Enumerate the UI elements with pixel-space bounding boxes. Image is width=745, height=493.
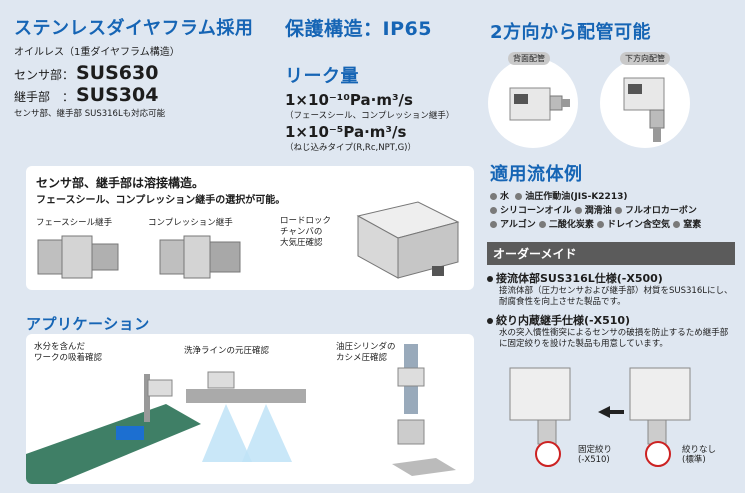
leak-title: リーク量 — [285, 66, 359, 87]
bullet-icon — [490, 206, 497, 214]
bullet-icon — [515, 193, 523, 200]
down-piping-label: 下方向配管 — [620, 52, 670, 65]
bullet-icon — [673, 220, 681, 228]
sensor-value: SUS630 — [76, 62, 159, 84]
application-item-1: 水分を含んだ ワークの吸着確認 — [34, 342, 103, 363]
fluid-item: フルオロカーボン — [624, 205, 697, 216]
piping-title: 2方向から配管可能 — [490, 22, 652, 43]
fluids-section: 適用流体例 水 油圧作動油(JIS-K2213) シリコーンオイル 潤滑油 フル… — [490, 160, 740, 233]
fluid-item: アルゴン — [500, 219, 536, 230]
stainless-section: ステンレスダイヤフラム採用 オイルレス（1重ダイヤフラム構造） センサ部： SU… — [14, 14, 274, 119]
compression-label: コンプレッション継手 — [148, 218, 233, 228]
fluids-row: 水 油圧作動油(JIS-K2213) — [490, 191, 740, 205]
fluid-item: 窒素 — [683, 219, 702, 230]
stainless-title: ステンレスダイヤフラム採用 — [14, 18, 254, 39]
custom-item-1-title-row: 接流体部SUS316L仕様(-X500) — [487, 270, 735, 286]
leak-rate-2-note: （ねじ込みタイプ(R,Rc,NPT,G)） — [285, 143, 416, 153]
bullet-icon — [614, 206, 622, 214]
leak-rate-1: 1×10⁻¹⁰Pa·m³/s — [285, 91, 413, 109]
face-seal-fitting-icon — [37, 235, 119, 279]
joint-value: SUS304 — [76, 84, 159, 106]
stainless-note: センサ部、継手部 SUS316Lも対応可能 — [14, 109, 166, 119]
fixed-orifice-label: 固定絞り (-X510) — [578, 445, 613, 466]
roadlock-chamber-icon — [356, 201, 460, 279]
fluids-title: 適用流体例 — [490, 164, 583, 185]
fluid-item: シリコーンオイル — [500, 205, 572, 216]
leak-rate-1-note: （フェースシール、コンプレッション継手） — [285, 111, 455, 121]
back-piping-label: 背面配管 — [508, 52, 550, 65]
custom-banner: オーダーメイド — [487, 242, 735, 265]
bullet-icon — [574, 206, 582, 214]
custom-item-1-desc: 接流体部（圧力センサおよび継手部）材質をSUS316Lにし、耐腐食性を向上させた… — [499, 286, 733, 308]
welded-desc: フェースシール、コンプレッション継手の選択が可能。 — [36, 195, 286, 206]
application-panel: 水分を含んだ ワークの吸着確認 洗浄ラインの元圧確認 油圧シリンダの カシメ圧確… — [26, 334, 474, 484]
down-piping-sensor-icon — [623, 77, 665, 142]
leak-section: リーク量 1×10⁻¹⁰Pa·m³/s （フェースシール、コンプレッション継手）… — [285, 62, 485, 153]
sensor-label: センサ部： — [14, 68, 75, 82]
dot-icon — [487, 276, 493, 282]
application-item-3: 油圧シリンダの カシメ圧確認 — [336, 342, 396, 363]
custom-section: オーダーメイド 接流体部SUS316L仕様(-X500) 接流体部（圧力センサお… — [487, 242, 735, 351]
joint-label: 継手部 ： — [14, 90, 75, 104]
down-piping-image — [600, 58, 690, 148]
bullet-icon — [490, 193, 497, 200]
fluid-item: 水 — [500, 192, 510, 202]
compression-fitting-icon — [159, 235, 241, 279]
leak-rate-2: 1×10⁻⁵Pa·m³/s — [285, 123, 407, 141]
sensor-row: センサ部： SUS630 — [14, 62, 274, 84]
no-orifice-label: 絞りなし (標準) — [682, 445, 717, 466]
fluid-item: 油圧作動油(JIS-K2213) — [525, 192, 628, 202]
stainless-subtitle: オイルレス（1重ダイヤフラム構造） — [14, 47, 180, 58]
bullet-icon — [490, 220, 497, 228]
face-seal-label: フェースシール継手 — [36, 218, 113, 228]
fluids-row: シリコーンオイル 潤滑油 フルオロカーボン — [490, 205, 740, 219]
orifice-comparison-icon — [509, 367, 691, 467]
fluid-item: 潤滑油 — [584, 205, 612, 216]
welded-title: センサ部、継手部は溶接構造。 — [36, 176, 205, 190]
custom-item-2-desc: 水の突入慣性衝突によるセンサの破損を防止するため継手部に固定絞りを設けた製品も用… — [499, 327, 729, 350]
back-piping-sensor-icon — [509, 87, 570, 121]
bullet-icon — [538, 220, 546, 228]
application-section: アプリケーション — [26, 313, 150, 334]
roadlock-label: ロードロック チャンバの 大気圧確認 — [280, 216, 332, 249]
custom-item-2-title-row: 絞り内蔵継手仕様(-X510) — [487, 312, 735, 328]
piping-section: 2方向から配管可能 — [490, 18, 730, 44]
protection-title: 保護構造：IP65 — [285, 18, 432, 40]
fluid-item: ドレイン含空気 — [607, 219, 671, 230]
dot-icon — [487, 317, 493, 324]
custom-item-1-title: 接流体部SUS316L仕様(-X500) — [496, 272, 663, 285]
bullet-icon — [597, 220, 605, 228]
fluids-row: アルゴン 二酸化炭素 ドレイン含空気 窒素 — [490, 219, 740, 233]
application-title: アプリケーション — [26, 315, 150, 333]
welded-panel: センサ部、継手部は溶接構造。 フェースシール、コンプレッション継手の選択が可能。… — [26, 166, 474, 290]
fluid-item: 二酸化炭素 — [548, 219, 594, 230]
application-illustration-icon — [26, 344, 456, 484]
back-piping-image — [488, 58, 578, 148]
protection-section: 保護構造：IP65 — [285, 14, 485, 41]
joint-row: 継手部 ： SUS304 — [14, 84, 274, 106]
application-item-2: 洗浄ラインの元圧確認 — [184, 346, 270, 356]
custom-item-2-title: 絞り内蔵継手仕様(-X510) — [496, 313, 631, 327]
fluids-list: 水 油圧作動油(JIS-K2213) シリコーンオイル 潤滑油 フルオロカーボン… — [490, 191, 740, 233]
